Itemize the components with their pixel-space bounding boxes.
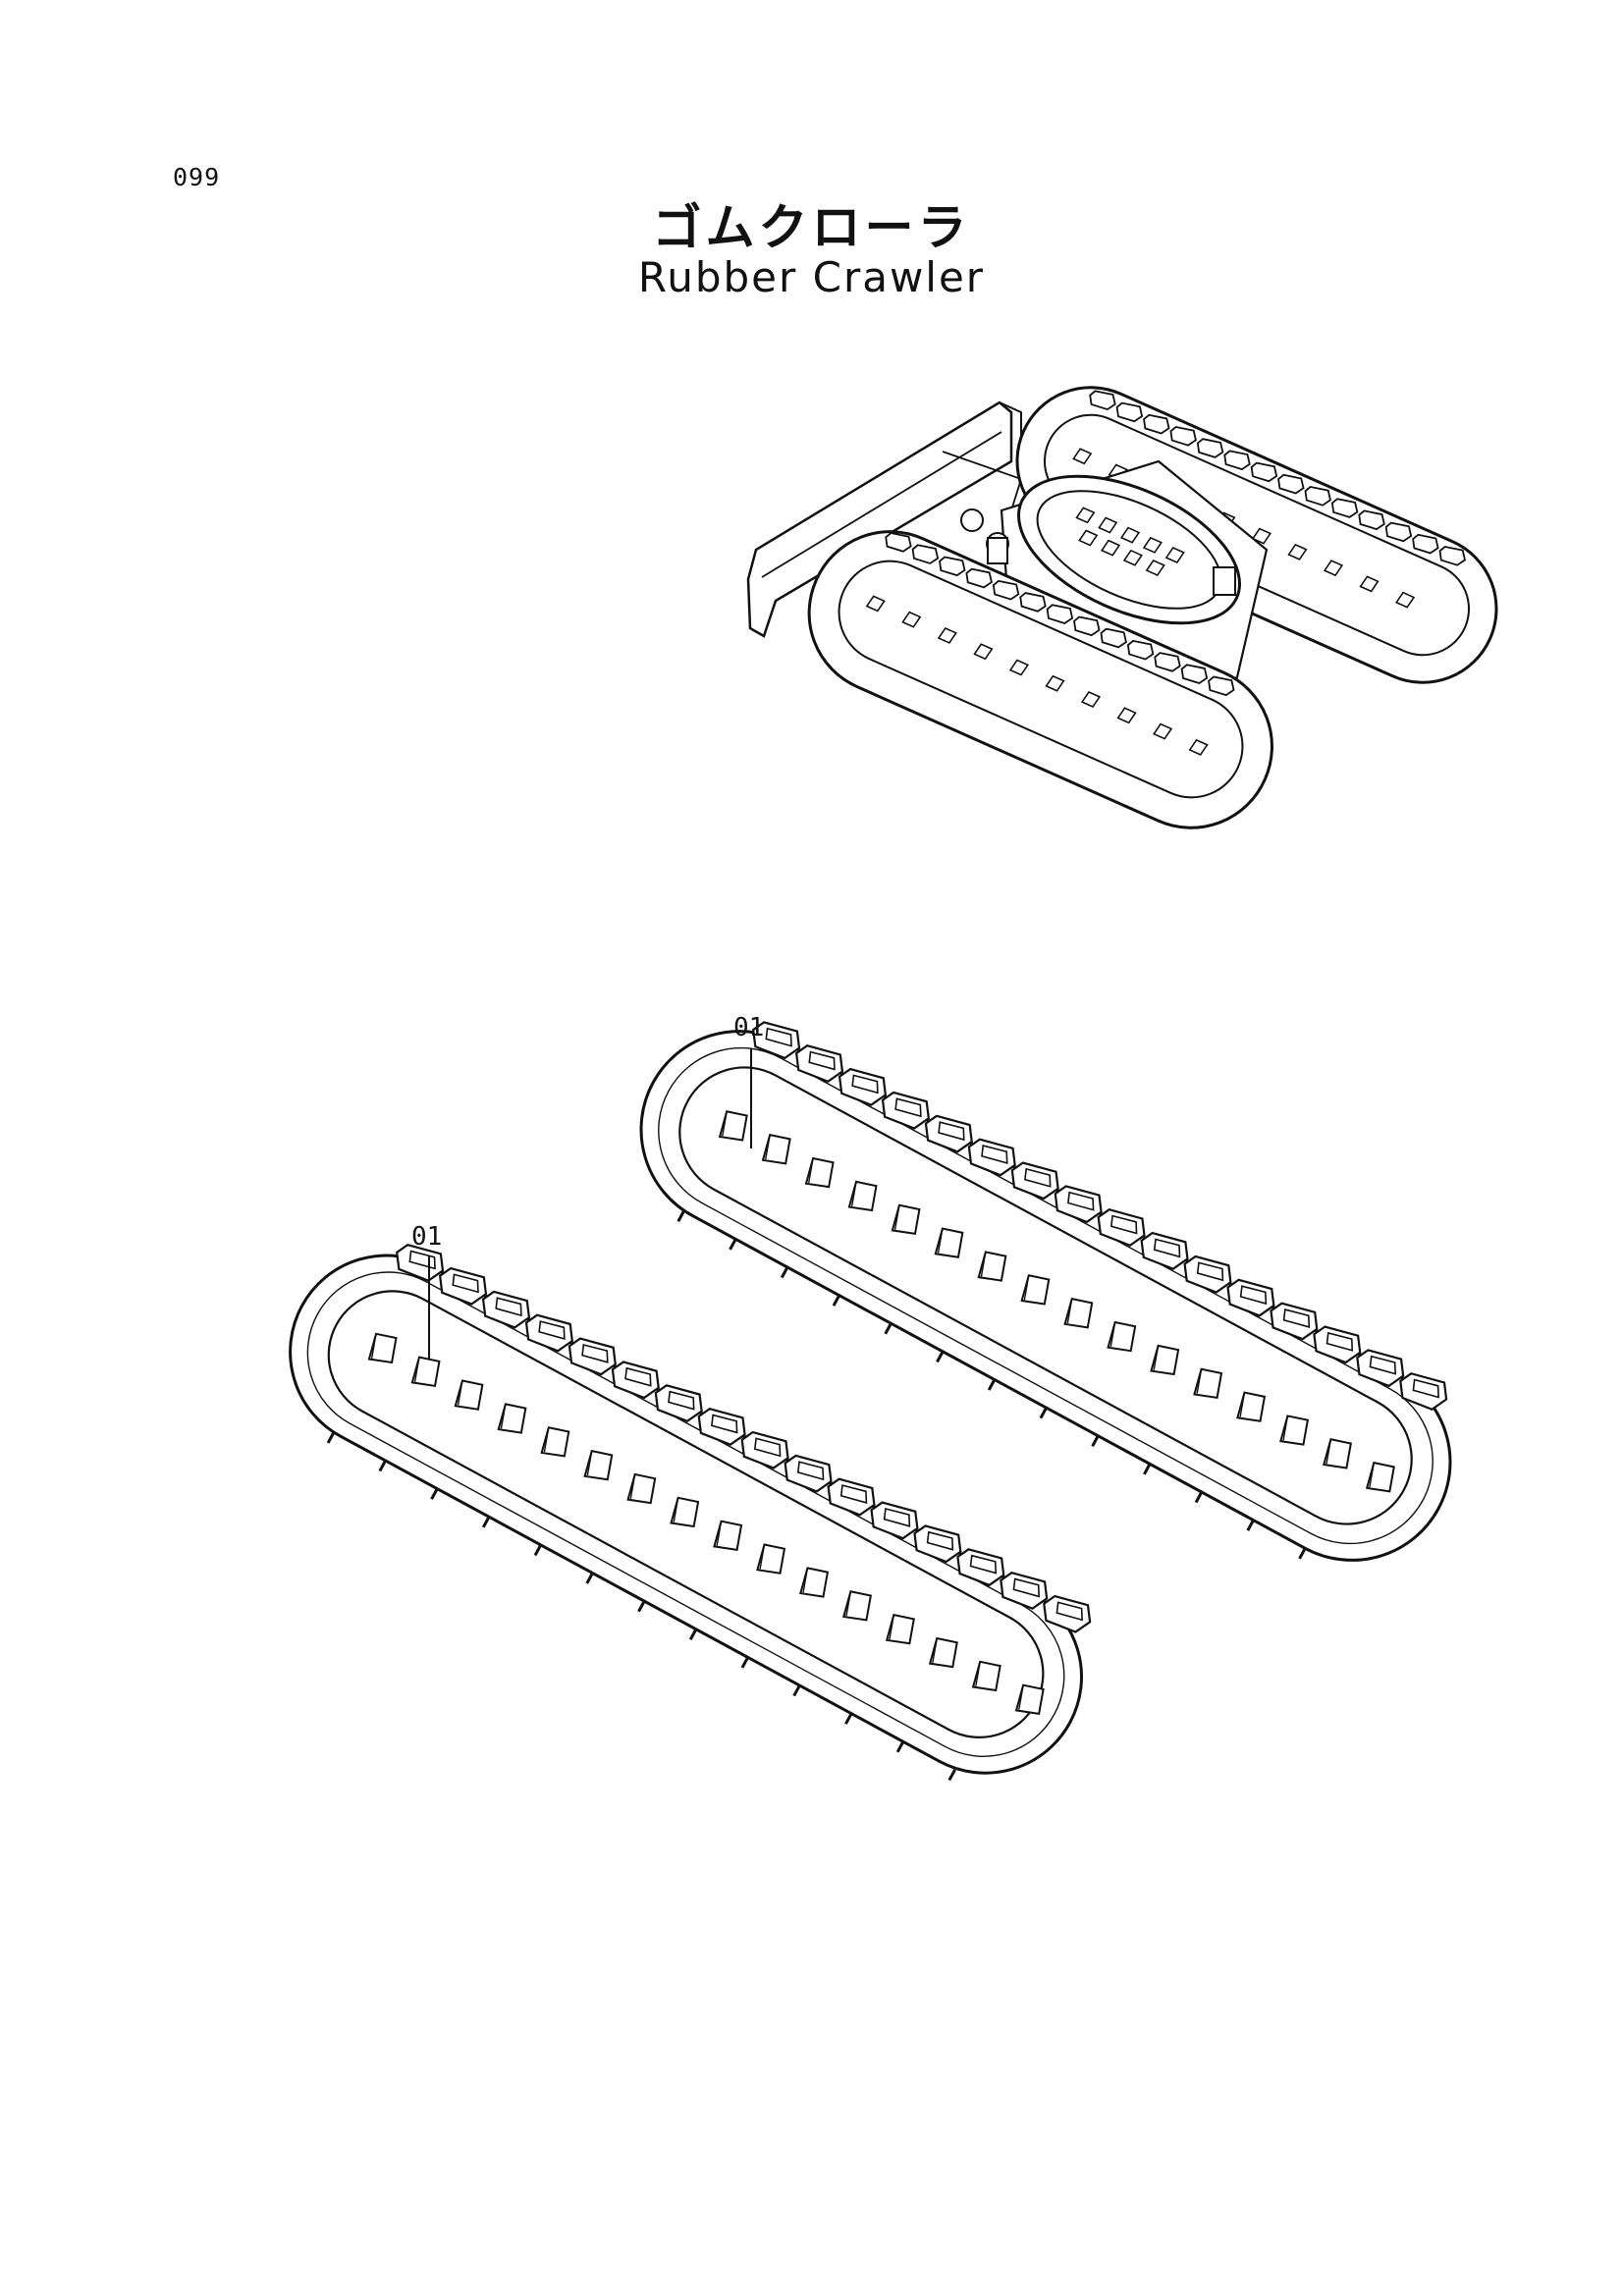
- page-number: 099: [173, 163, 221, 191]
- callout-rear: 01: [733, 1013, 764, 1148]
- rubber-crawler-front: [289, 1234, 1098, 1782]
- page-title-japanese: ゴムクローラ: [652, 199, 971, 256]
- callout-label-front: 01: [411, 1222, 442, 1252]
- callout-front: 01: [411, 1222, 442, 1360]
- callout-label-rear: 01: [733, 1013, 764, 1042]
- undercarriage-overview: [746, 385, 1498, 829]
- overview-track-front: [807, 527, 1273, 829]
- rubber-crawler-rear: [639, 1011, 1454, 1562]
- page-title-english: Rubber Crawler: [637, 253, 986, 301]
